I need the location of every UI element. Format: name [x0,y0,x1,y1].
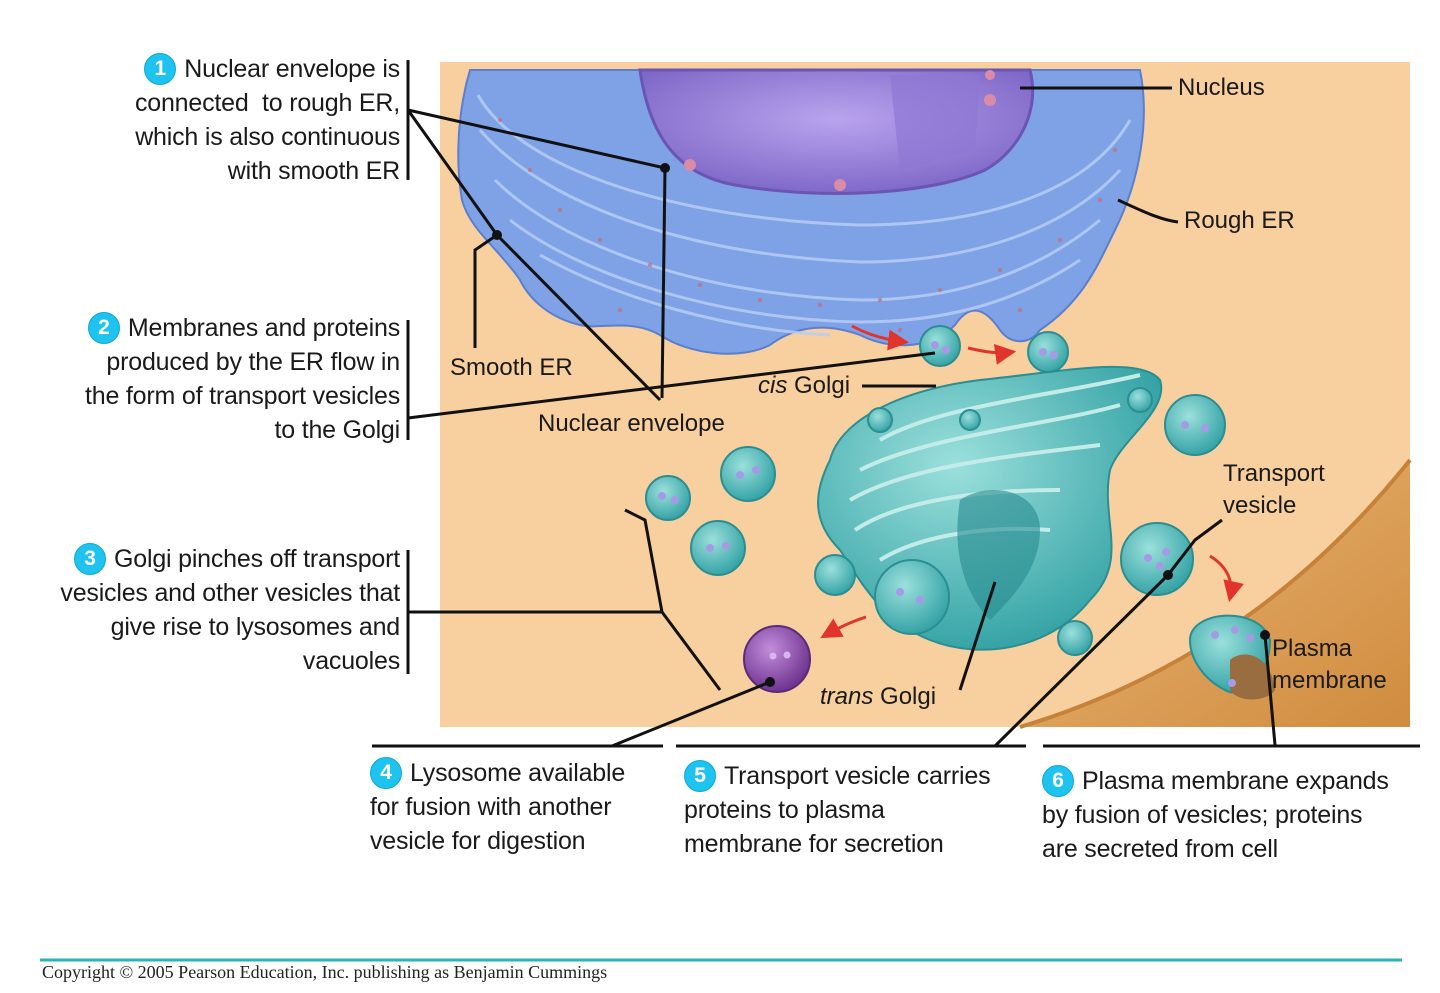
step-3-line-4: vacuoles [302,647,400,675]
step-6-annotation: 6 Plasma membrane expands by fusion of ve… [1042,764,1389,866]
label-nuclear-envelope: Nuclear envelope [538,410,725,437]
step-1-line-2: connected to rough ER, [134,89,400,117]
step-3-badge: 3 [74,543,107,575]
leader-dots [492,163,1270,687]
transport-vesicles [645,325,1226,656]
leader-lines [372,60,1420,748]
step-4-line-1: Lysosome available [410,759,626,787]
step-3-line-1: Golgi pinches off transport [114,545,400,573]
step-6-line-3: are secreted from cell [1042,835,1278,863]
step-1-badge: 1 [144,53,177,85]
step-1-line-1: Nuclear envelope is [184,55,400,83]
step-5-badge: 5 [684,760,716,792]
label-plasma-membrane: Plasma membrane [1272,633,1387,697]
step-6-badge: 6 [1042,765,1074,797]
step-2-line-2: produced by the ER flow in [106,348,400,376]
label-rough-er: Rough ER [1184,207,1295,234]
step-3-line-3: give rise to lysosomes and [110,613,401,641]
label-cis-golgi: cis Golgi [758,370,850,402]
label-cis-prefix: cis [758,372,788,399]
step-1-line-4: with smooth ER [227,157,400,185]
copyright-notice: Copyright © 2005 Pearson Education, Inc.… [42,962,608,982]
step-6-line-1: Plasma membrane expands [1082,767,1389,795]
label-plasma-membrane-line-1: Plasma [1272,635,1353,662]
step-3-line-2: vesicles and other vesicles that [60,579,400,607]
label-trans-golgi-word: Golgi [880,683,937,710]
step-2-line-1: Membranes and proteins [127,314,400,342]
step-5-line-1: Transport vesicle carries [724,762,991,790]
label-transport-vesicle: Transport vesicle [1223,458,1325,522]
step-4-line-3: vesicle for digestion [370,827,586,855]
flow-arrows [820,324,1244,639]
step-2-line-3: the form of transport vesicles [85,382,400,410]
cell-exterior-region [1020,460,1410,727]
label-trans-golgi: trans Golgi [820,681,936,713]
label-transport-vesicle-line-1: Transport [1223,460,1325,487]
label-trans-prefix: trans [820,683,874,710]
step-6-line-2: by fusion of vesicles; proteins [1042,801,1363,829]
step-1-line-3: which is also continuous [135,123,400,151]
step-4-line-2: for fusion with another [370,793,612,821]
fusing-vesicle-shape [1188,614,1275,700]
step-2-line-4: to the Golgi [274,416,401,444]
plasma-membrane-edge [1019,458,1412,729]
lysosome-shape [743,625,811,693]
label-nucleus: Nucleus [1178,74,1265,101]
label-plasma-membrane-line-2: membrane [1272,667,1387,694]
step-5-line-3: membrane for secretion [684,830,944,858]
step-4-badge: 4 [370,757,402,789]
step-5-annotation: 5 Transport vesicle carries proteins to p… [684,759,991,861]
label-smooth-er: Smooth ER [450,354,573,381]
label-transport-vesicle-line-2: vesicle [1223,492,1297,519]
label-cis-golgi-word: Golgi [794,372,851,399]
step-4-annotation: 4 Lysosome available for fusion with anot… [370,756,625,858]
step-2-badge: 2 [87,312,120,344]
step-5-line-2: proteins to plasma [684,796,885,824]
